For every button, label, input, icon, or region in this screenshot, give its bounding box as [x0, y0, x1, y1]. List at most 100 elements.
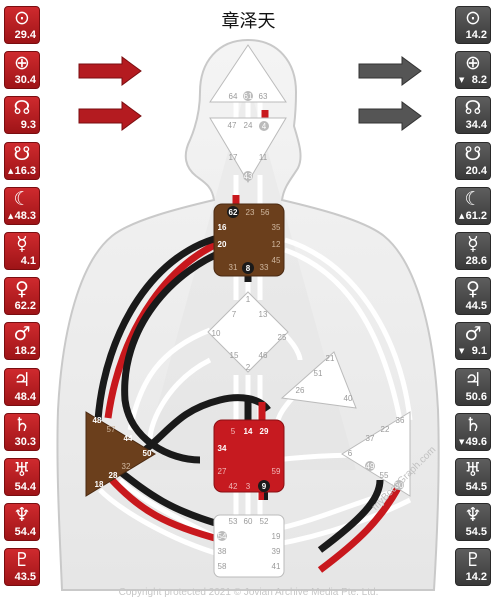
south-node-icon: ☋ — [464, 142, 482, 165]
planet-gate-value: 49.6 — [465, 435, 487, 448]
personality-planet-column: ⊙14.2 ⊕▼8.2 ☊34.4 ☋20.4 ☾▲61.2 ☿28.6 ♀44… — [455, 6, 491, 593]
g-gate-labels: 1 7 13 10 25 15 46 2 21 51 26 40 — [212, 295, 353, 403]
venus-icon: ♀ — [466, 278, 480, 301]
channel-28-38 — [115, 467, 223, 529]
gate-label: 45 — [272, 256, 281, 265]
planet-gate-value: 48.3 — [14, 209, 36, 222]
gate-label: 43 — [244, 172, 253, 181]
personality-planet-card[interactable]: ♅54.5 — [455, 457, 491, 496]
design-planet-card[interactable]: ♄30.3 — [4, 412, 40, 451]
personality-planet-card[interactable]: ♆54.5 — [455, 503, 491, 542]
planet-gate-value: 34.4 — [465, 119, 487, 132]
personality-planet-card[interactable]: ☿28.6 — [455, 231, 491, 270]
gate-label: 56 — [261, 208, 270, 217]
gate-label: 41 — [272, 562, 281, 571]
design-planet-card[interactable]: ♀62.2 — [4, 277, 40, 316]
gate-label: 21 — [326, 354, 335, 363]
throat-center — [213, 203, 285, 277]
neptune-icon: ♆ — [464, 504, 482, 527]
planet-gate-value: 54.4 — [14, 526, 36, 539]
gate-label: 16 — [218, 223, 227, 232]
personality-planet-card[interactable]: ☾▲61.2 — [455, 186, 491, 225]
gate-label: 6 — [348, 449, 353, 458]
personality-planet-card[interactable]: ☋20.4 — [455, 141, 491, 180]
design-planet-card[interactable]: ☋▲16.3 — [4, 141, 40, 180]
head-center — [209, 44, 287, 103]
sacral-center — [213, 419, 285, 493]
gate-label: 44 — [124, 434, 133, 443]
earth-icon: ⊕ — [14, 52, 30, 75]
gate-label: 18 — [95, 480, 104, 489]
design-planet-card[interactable]: ♅54.4 — [4, 457, 40, 496]
gate-label: 52 — [260, 517, 269, 526]
design-planet-card[interactable]: ♂18.2 — [4, 322, 40, 361]
design-planet-card[interactable]: ⊙29.4 — [4, 6, 40, 44]
gate-label: 62 — [229, 208, 238, 217]
gate-label: 10 — [212, 329, 221, 338]
gate-label: 23 — [246, 208, 255, 217]
south-node-icon: ☋ — [13, 142, 31, 165]
design-planet-card[interactable]: ☊9.3 — [4, 96, 40, 135]
personality-planet-card[interactable]: ⊙14.2 — [455, 6, 491, 44]
personality-planet-card[interactable]: ♇14.2 — [455, 548, 491, 587]
gate-label: 5 — [231, 427, 236, 436]
design-planet-card[interactable]: ⊕30.4 — [4, 51, 40, 90]
gate-marker — [243, 91, 253, 101]
gate-label: 14 — [244, 427, 253, 436]
gate-label: 29 — [260, 427, 269, 436]
personality-arrow-icon — [358, 56, 422, 86]
planet-gate-value: 9.1 — [471, 345, 487, 358]
chart-owner-name: 章泽天 — [221, 11, 276, 32]
solar-plexus-center — [341, 411, 411, 497]
personality-planet-card[interactable]: ♀44.5 — [455, 277, 491, 316]
solar-gate-labels: 36 22 37 6 49 55 30 — [348, 416, 405, 490]
personality-planet-card[interactable]: ♄▼49.6 — [455, 412, 491, 451]
design-planet-card[interactable]: ☿4.1 — [4, 231, 40, 270]
gate-marker — [394, 480, 404, 490]
sun-icon: ⊙ — [14, 7, 30, 29]
marker-up-icon: ▲ — [459, 211, 465, 220]
saturn-icon: ♄ — [13, 413, 31, 436]
planet-gate-value: 54.4 — [14, 480, 36, 493]
channel-30-41 — [317, 486, 402, 573]
gate-label: 31 — [229, 263, 238, 272]
gate-label: 38 — [218, 547, 227, 556]
planet-gate-value: 20.4 — [465, 164, 487, 177]
gate-label: 20 — [218, 240, 227, 249]
planet-gate-value: 43.5 — [14, 571, 36, 584]
moon-icon: ☾ — [13, 187, 31, 210]
gate-label: 49 — [366, 462, 375, 471]
gate-label: 61 — [244, 92, 253, 101]
channel-55-39 — [317, 479, 384, 553]
design-planet-card[interactable]: ♃48.4 — [4, 367, 40, 406]
planet-gate-value: 48.4 — [14, 390, 36, 403]
moon-icon: ☾ — [464, 187, 482, 210]
planet-gate-value: 30.3 — [14, 435, 36, 448]
ego-center — [280, 351, 357, 409]
spleen-center — [85, 411, 156, 497]
gate-label: 32 — [122, 462, 131, 471]
planet-gate-value: 14.2 — [465, 571, 487, 584]
gate-label: 8 — [246, 264, 251, 273]
gate-marker — [242, 262, 254, 274]
design-planet-card[interactable]: ♆54.4 — [4, 503, 40, 542]
gate-label: 28 — [109, 471, 118, 480]
gate-label: 35 — [272, 223, 281, 232]
personality-planet-card[interactable]: ⊕▼8.2 — [455, 51, 491, 90]
gate-marker — [259, 121, 269, 131]
earth-icon: ⊕ — [465, 52, 481, 75]
personality-planet-card[interactable]: ♂▼9.1 — [455, 322, 491, 361]
personality-planet-card[interactable]: ♃50.6 — [455, 367, 491, 406]
planet-gate-value: 4.1 — [20, 254, 36, 267]
gate-label: 15 — [230, 351, 239, 360]
planet-gate-value: 28.6 — [465, 254, 487, 267]
design-planet-card[interactable]: ♇43.5 — [4, 548, 40, 587]
gate-label: 11 — [259, 153, 268, 162]
personality-planet-card[interactable]: ☊34.4 — [455, 96, 491, 135]
planet-gate-value: 29.4 — [14, 29, 36, 41]
planet-gate-value: 54.5 — [465, 480, 487, 493]
design-planet-card[interactable]: ☾▲48.3 — [4, 186, 40, 225]
gate-label: 7 — [232, 310, 237, 319]
gate-label: 63 — [259, 92, 268, 101]
